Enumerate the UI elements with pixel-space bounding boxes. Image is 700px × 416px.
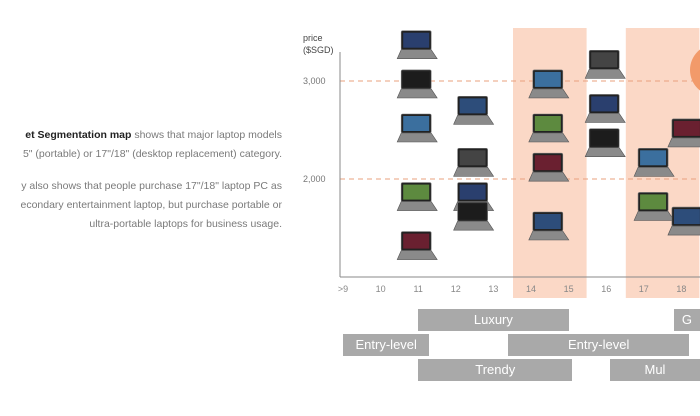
description-line-1: et Segmentation map shows that major lap…	[25, 126, 282, 145]
x-tick-label: 13	[488, 284, 498, 294]
laptop-marker	[584, 128, 626, 157]
description-line-2: 5" (portable) or 17"/18" (desktop replac…	[22, 148, 282, 160]
laptop-screen	[534, 71, 561, 87]
laptop-marker	[396, 182, 438, 211]
laptop-marker	[453, 148, 495, 177]
laptop-screen	[403, 71, 430, 87]
laptop-screen	[591, 130, 618, 146]
laptop-base	[667, 225, 700, 236]
segment-bar: Entry-level	[343, 334, 430, 356]
segment-bar: G	[673, 309, 700, 331]
laptop-marker	[528, 152, 570, 182]
laptop-base	[396, 132, 438, 143]
laptop-marker	[396, 30, 438, 60]
y-tick-labels: 2,000 3,000	[303, 76, 326, 184]
laptop-screen	[534, 155, 561, 171]
y-axis-title-line-1: price	[303, 33, 323, 43]
laptop-marker	[453, 96, 495, 125]
laptop-base	[584, 69, 626, 79]
segment-bar: Trendy	[418, 359, 573, 381]
description-text: shows that major laptop models	[131, 129, 282, 141]
laptop-marker	[667, 118, 700, 148]
laptop-screen	[403, 233, 430, 249]
laptop-screen	[591, 52, 618, 68]
y-axis-title: price ($SGD)	[303, 33, 334, 55]
laptop-base	[633, 211, 675, 221]
x-tick-label: 17	[639, 284, 649, 294]
x-tick-label: 14	[526, 284, 536, 294]
x-tick-label: >9	[338, 284, 348, 294]
laptop-base	[528, 230, 570, 241]
laptop-marker	[396, 231, 438, 260]
laptop-screen	[673, 209, 700, 225]
segment-bar: Luxury	[418, 309, 569, 331]
x-tick-label: 15	[564, 284, 574, 294]
laptop-marker	[584, 50, 626, 79]
x-tick-label: 16	[601, 284, 611, 294]
laptop-base	[633, 167, 675, 177]
description-line-4: econdary entertainment laptop, but purch…	[20, 199, 282, 211]
laptop-screen	[459, 98, 486, 114]
accent-circle	[690, 49, 700, 91]
laptop-base	[528, 171, 570, 182]
laptop-marker	[396, 69, 438, 99]
laptop-screen	[403, 184, 430, 200]
x-tick-label: 10	[376, 284, 386, 294]
laptop-screen	[673, 120, 700, 136]
x-tick-label: 18	[676, 284, 686, 294]
segment-bar: Mul	[609, 359, 700, 381]
laptop-screen	[403, 32, 430, 48]
laptop-marker	[667, 206, 700, 236]
laptop-screen	[403, 116, 430, 131]
x-tick-label: 11	[414, 284, 423, 294]
laptop-screen	[591, 96, 618, 112]
y-axis-title-line-2: ($SGD)	[303, 45, 334, 55]
laptop-screen	[459, 184, 486, 200]
laptop-screen	[459, 150, 486, 166]
laptop-markers	[396, 30, 700, 260]
description-line-3: y also shows that people purchase 17"/18…	[21, 180, 282, 192]
description-title: et Segmentation map	[25, 129, 132, 141]
laptop-base	[396, 88, 438, 99]
laptop-marker	[528, 113, 570, 143]
laptop-base	[528, 88, 570, 99]
laptop-base	[396, 49, 438, 60]
laptop-base	[453, 167, 495, 177]
x-tick-labels: >9 10 11 12 13 14 15 16 17 18	[338, 284, 687, 294]
laptop-base	[396, 250, 438, 260]
reference-lines	[340, 80, 700, 180]
laptop-screen	[534, 214, 561, 229]
laptop-screen	[640, 194, 667, 210]
laptop-base	[453, 220, 495, 231]
accent-circle-shape	[690, 49, 700, 91]
laptop-base	[584, 147, 626, 157]
laptop-base	[528, 132, 570, 143]
x-tick-label: 12	[451, 284, 461, 294]
laptop-marker	[633, 148, 675, 177]
laptop-marker	[528, 69, 570, 99]
laptop-screen	[534, 116, 561, 131]
laptop-marker	[396, 113, 438, 143]
y-tick-label: 3,000	[303, 76, 326, 86]
laptop-base	[453, 115, 495, 125]
laptop-marker	[584, 94, 626, 123]
laptop-marker	[633, 192, 675, 221]
description-line-5: ultra-portable laptops for business usag…	[89, 218, 282, 230]
laptop-base	[667, 137, 700, 148]
laptop-screen	[640, 150, 667, 166]
laptop-marker	[453, 201, 495, 231]
laptop-base	[396, 201, 438, 211]
y-tick-label: 2,000	[303, 174, 326, 184]
segment-bar: Entry-level	[508, 334, 689, 356]
laptop-base	[584, 113, 626, 123]
laptop-marker	[528, 211, 570, 241]
laptop-screen	[459, 204, 486, 220]
